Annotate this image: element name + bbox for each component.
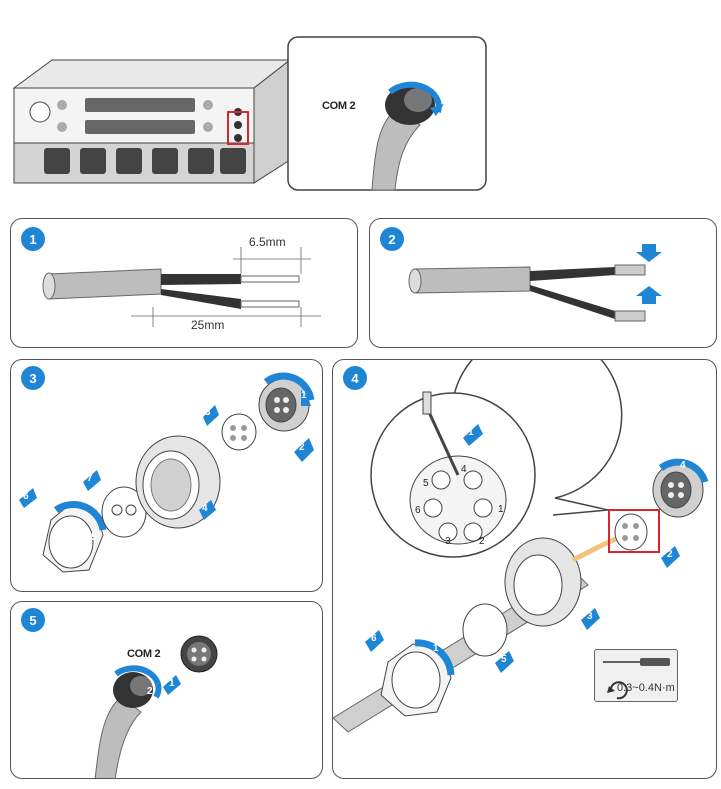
rotate-icon bbox=[607, 681, 628, 700]
step-4-panel: 4 1 1 2 3 4 5 6 4 2 3 5 6 1 bbox=[332, 359, 717, 779]
connector-body-part bbox=[135, 435, 221, 529]
cable-strip-diagram bbox=[42, 247, 321, 327]
sheath-length-label: 25mm bbox=[191, 318, 225, 332]
strip-length-label: 6.5mm bbox=[249, 235, 286, 249]
step-5-part-1: 1 bbox=[169, 678, 175, 689]
step-4-part-6: 6 bbox=[371, 633, 377, 644]
com2-callout bbox=[287, 36, 487, 191]
step-5-part-2: 2 bbox=[147, 686, 153, 697]
step-3-panel: 3 1 2 3 4 5 6 7 bbox=[10, 359, 323, 592]
step-4-part-3: 3 bbox=[587, 611, 593, 622]
step-4-badge: 4 bbox=[343, 366, 367, 390]
step-3-part-4: 4 bbox=[202, 503, 208, 514]
step-5-com2-label: COM 2 bbox=[127, 648, 161, 660]
wiring-zoom-callout bbox=[370, 360, 623, 558]
step-4-part-5: 5 bbox=[501, 654, 507, 665]
step-3-part-2: 2 bbox=[299, 442, 305, 453]
pin-label-4: 4 bbox=[461, 464, 467, 475]
connector-body-part bbox=[504, 537, 582, 627]
step-3-arrows bbox=[19, 390, 314, 520]
seal-part bbox=[462, 603, 508, 657]
step-2-panel: 2 bbox=[369, 218, 717, 348]
connector-installed-diagram bbox=[94, 635, 218, 778]
device-illustration bbox=[12, 36, 487, 191]
screwdriver-icon bbox=[603, 658, 670, 666]
pin-label-1: 1 bbox=[498, 504, 504, 515]
pin-label-6: 6 bbox=[415, 505, 421, 516]
step-1-panel: 1 6.5mm 25mm bbox=[10, 218, 358, 348]
step-4-part-4: 4 bbox=[680, 460, 686, 471]
step-3-badge: 3 bbox=[21, 366, 45, 390]
nut-part bbox=[42, 501, 107, 573]
pin-label-3: 3 bbox=[445, 536, 451, 547]
connector-head-part bbox=[258, 372, 315, 432]
torque-spec-box: 0.3~0.4N·m bbox=[594, 649, 678, 702]
com-port-highlight bbox=[227, 111, 249, 145]
nut-part bbox=[380, 639, 455, 717]
seal-part bbox=[101, 486, 147, 538]
pin-insert-part bbox=[221, 413, 257, 451]
step-3-part-6: 6 bbox=[23, 491, 29, 502]
step-3-part-1: 1 bbox=[301, 390, 307, 401]
crimp-arrows-icon bbox=[636, 244, 662, 304]
step-3-part-5: 5 bbox=[91, 532, 97, 543]
step-5-panel: 5 COM 2 1 2 bbox=[10, 601, 323, 779]
inverter-device bbox=[12, 58, 292, 184]
step-1-badge: 1 bbox=[21, 227, 45, 251]
insert-highlight bbox=[608, 509, 660, 553]
crimp-ferrule-diagram bbox=[408, 244, 662, 322]
pin-label-2: 2 bbox=[479, 536, 485, 547]
step-5-badge: 5 bbox=[21, 608, 45, 632]
torque-value: 0.3~0.4N·m bbox=[617, 682, 675, 694]
step-4-part-2: 2 bbox=[667, 549, 673, 560]
step-3-part-7: 7 bbox=[87, 473, 93, 484]
pin-label-5: 5 bbox=[423, 478, 429, 489]
zoom-part-1: 1 bbox=[468, 427, 474, 438]
step-2-badge: 2 bbox=[380, 227, 404, 251]
connector-disassembly-diagram bbox=[19, 372, 315, 573]
com-port-socket bbox=[180, 635, 218, 673]
step-4-arrows bbox=[365, 546, 680, 673]
connector-head-part bbox=[652, 458, 709, 518]
step-3-part-3: 3 bbox=[205, 407, 211, 418]
pin-insert-part bbox=[614, 513, 648, 551]
step-4-part-1: 1 bbox=[433, 643, 439, 654]
connector-assembly-diagram bbox=[333, 360, 709, 733]
com2-label: COM 2 bbox=[322, 100, 356, 112]
